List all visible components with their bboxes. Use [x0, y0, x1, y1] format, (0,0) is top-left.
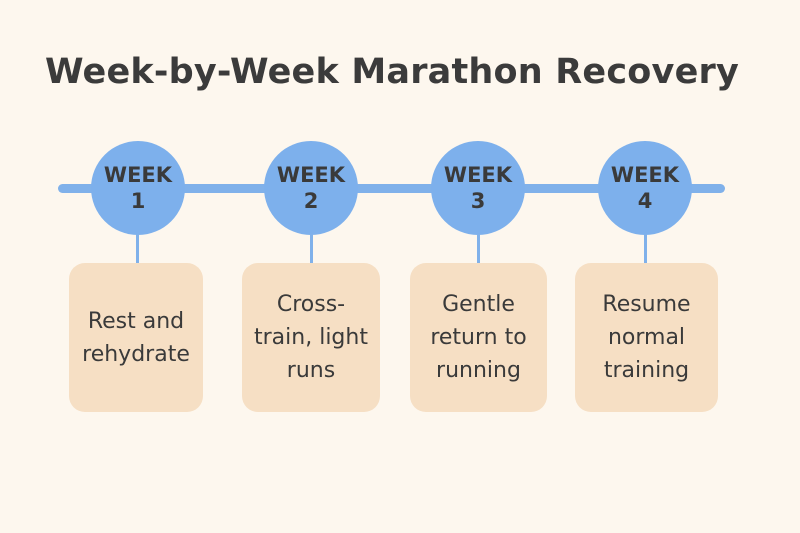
stage-card-4: Resume normal training	[575, 263, 718, 412]
connector-1	[136, 234, 139, 264]
week-label-1: WEEK	[103, 163, 173, 187]
week-node-3: WEEK 3	[431, 141, 525, 235]
stage-card-2: Cross-train, light runs	[242, 263, 380, 412]
stage-description-1: Rest and rehydrate	[82, 308, 190, 367]
week-number-4: 4	[637, 189, 653, 213]
stage-description-4: Resume normal training	[602, 292, 691, 383]
week-node-4: WEEK 4	[598, 141, 692, 235]
stage-card-3: Gentle return to running	[410, 263, 547, 412]
week-node-2: WEEK 2	[264, 141, 358, 235]
week-number-1: 1	[130, 189, 146, 213]
week-label-4: WEEK	[610, 163, 680, 187]
connector-3	[477, 234, 480, 264]
timeline-line	[58, 184, 725, 193]
stage-description-2: Cross-train, light runs	[254, 292, 368, 383]
diagram-title: Week-by-Week Marathon Recovery	[45, 52, 739, 92]
week-label-2: WEEK	[276, 163, 346, 187]
week-number-3: 3	[470, 189, 486, 213]
stage-card-1: Rest and rehydrate	[69, 263, 203, 412]
week-label-3: WEEK	[443, 163, 513, 187]
week-node-1: WEEK 1	[91, 141, 185, 235]
connector-2	[310, 234, 313, 264]
week-number-2: 2	[303, 189, 319, 213]
stage-description-3: Gentle return to running	[430, 292, 527, 383]
connector-4	[644, 234, 647, 264]
